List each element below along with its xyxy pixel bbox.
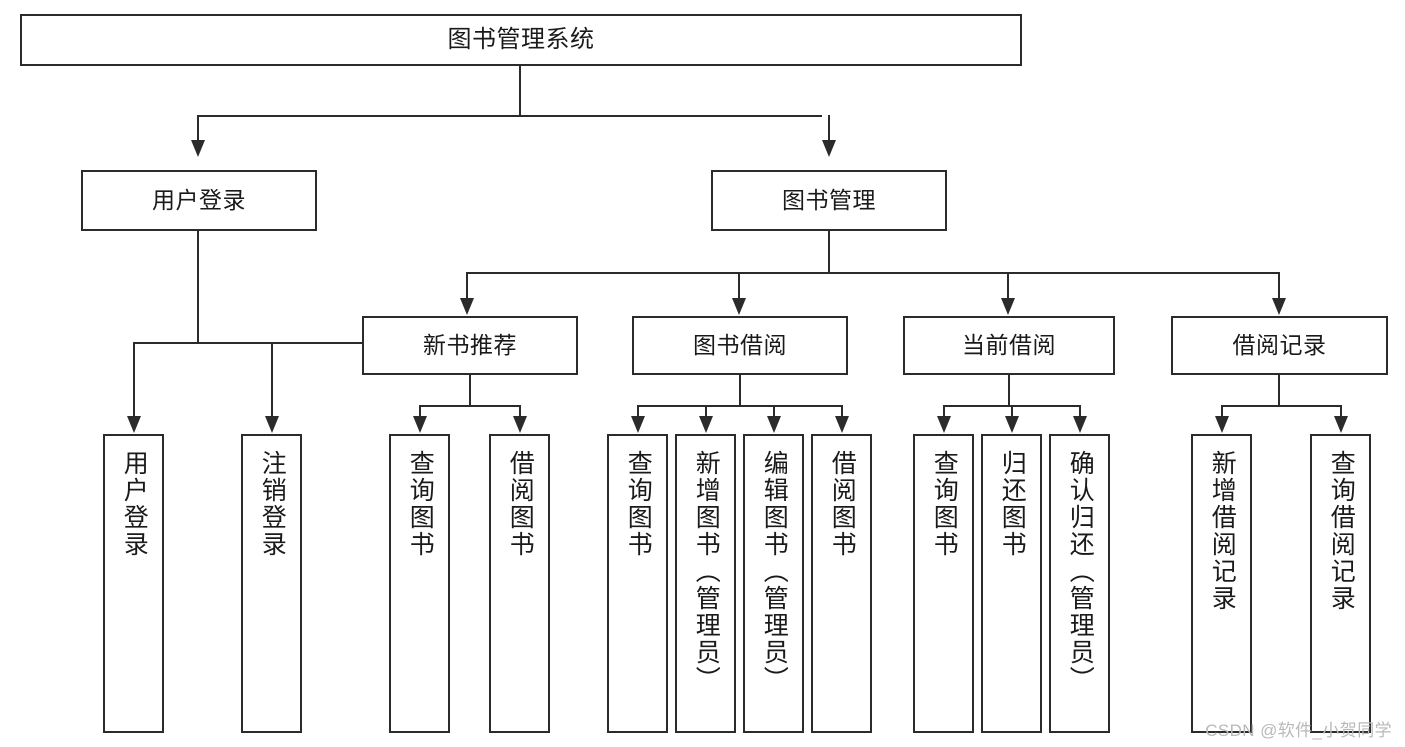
node-label: 新增图书（管理员） xyxy=(692,450,721,693)
arrowhead-nb-borrow-book xyxy=(513,416,527,433)
connector-bb-to-leaf-3 xyxy=(773,405,776,419)
connector-br-to-leaf-1 xyxy=(1221,405,1224,419)
leaf-node-br-add-record[interactable]: 新增借阅记录 xyxy=(1191,434,1252,733)
node-label: 编辑图书（管理员） xyxy=(760,450,789,693)
connector-root-to-book-management xyxy=(828,115,831,142)
connector-cb-to-leaf-1 xyxy=(943,405,946,419)
node-book-management[interactable]: 图书管理 xyxy=(711,170,947,231)
arrowhead-user-login xyxy=(191,140,205,157)
connector-user-login-bus xyxy=(133,342,403,345)
node-user-login[interactable]: 用户登录 xyxy=(81,170,317,231)
node-label: 借阅图书 xyxy=(506,450,535,558)
connector-user-login-stem xyxy=(197,231,200,343)
node-label: 借阅图书 xyxy=(828,450,857,558)
connector-nb-to-leaf-1 xyxy=(419,405,422,419)
node-label: 图书管理 xyxy=(782,187,876,214)
node-label: 图书借阅 xyxy=(693,332,787,359)
arrowhead-bb-add-book xyxy=(699,416,713,433)
node-label: 当前借阅 xyxy=(962,332,1056,359)
connector-root-stem xyxy=(519,66,522,116)
connector-bb-to-leaf-2 xyxy=(705,405,708,419)
leaf-node-cb-return-book[interactable]: 归还图书 xyxy=(981,434,1042,733)
arrowhead-nb-query-book xyxy=(413,416,427,433)
leaf-node-logout[interactable]: 注销登录 xyxy=(241,434,302,733)
node-book-borrow[interactable]: 图书借阅 xyxy=(632,316,848,375)
node-label: 查询图书 xyxy=(624,450,653,558)
leaf-node-user-login[interactable]: 用户登录 xyxy=(103,434,164,733)
connector-book-borrow-stem xyxy=(739,375,742,407)
arrowhead-new-book-recommend xyxy=(460,298,474,315)
connector-bm-to-borrow-record xyxy=(1278,272,1281,300)
leaf-node-bb-query-book[interactable]: 查询图书 xyxy=(607,434,668,733)
connector-br-to-leaf-2 xyxy=(1340,405,1343,419)
connector-bm-to-book-borrow xyxy=(738,272,741,300)
connector-user-login-to-leaf-1 xyxy=(133,342,136,418)
node-label: 借阅记录 xyxy=(1232,332,1327,359)
node-borrow-record[interactable]: 借阅记录 xyxy=(1171,316,1388,375)
node-label: 查询借阅记录 xyxy=(1327,450,1356,612)
connector-new-book-bus xyxy=(419,405,521,408)
leaf-node-cb-confirm-return[interactable]: 确认归还（管理员） xyxy=(1049,434,1110,733)
node-label: 图书管理系统 xyxy=(447,26,595,53)
connector-new-book-stem xyxy=(469,375,472,407)
leaf-node-nb-borrow-book[interactable]: 借阅图书 xyxy=(489,434,550,733)
arrowhead-current-borrow xyxy=(1001,298,1015,315)
connector-bm-to-new-book xyxy=(466,272,469,300)
arrowhead-leaf-logout xyxy=(265,416,279,433)
node-label: 查询图书 xyxy=(406,450,435,558)
arrowhead-leaf-user-login xyxy=(127,416,141,433)
node-label: 用户登录 xyxy=(120,450,149,558)
arrowhead-bb-query-book xyxy=(631,416,645,433)
leaf-node-bb-add-book[interactable]: 新增图书（管理员） xyxy=(675,434,736,733)
node-label: 确认归还（管理员） xyxy=(1066,450,1095,693)
connector-bb-to-leaf-1 xyxy=(637,405,640,419)
leaf-node-bb-edit-book[interactable]: 编辑图书（管理员） xyxy=(743,434,804,733)
connector-book-management-stem xyxy=(828,231,831,274)
arrowhead-br-add-record xyxy=(1215,416,1229,433)
connector-user-login-to-leaf-2 xyxy=(271,342,274,418)
csdn-watermark: CSDN @软件_小贺同学 xyxy=(1205,721,1392,740)
node-label: 新书推荐 xyxy=(423,332,517,359)
arrowhead-bb-borrow-book xyxy=(835,416,849,433)
node-new-book-recommend[interactable]: 新书推荐 xyxy=(362,316,578,375)
node-label: 查询图书 xyxy=(930,450,959,558)
arrowhead-bb-edit-book xyxy=(767,416,781,433)
connector-book-borrow-bus xyxy=(637,405,842,408)
node-root-book-management-system[interactable]: 图书管理系统 xyxy=(20,14,1022,66)
arrowhead-book-borrow xyxy=(732,298,746,315)
connector-cb-to-leaf-2 xyxy=(1011,405,1014,419)
connector-borrow-record-bus xyxy=(1221,405,1340,408)
connector-nb-to-leaf-2 xyxy=(519,405,522,419)
connector-book-management-bus xyxy=(466,272,1278,275)
connector-root-bus xyxy=(197,115,822,118)
leaf-node-cb-query-book[interactable]: 查询图书 xyxy=(913,434,974,733)
node-label: 用户登录 xyxy=(152,187,246,214)
node-current-borrow[interactable]: 当前借阅 xyxy=(903,316,1115,375)
connector-bb-to-leaf-4 xyxy=(841,405,844,419)
node-label: 新增借阅记录 xyxy=(1208,450,1237,612)
arrowhead-cb-confirm-return xyxy=(1073,416,1087,433)
arrowhead-cb-query-book xyxy=(937,416,951,433)
connector-current-borrow-stem xyxy=(1008,375,1011,407)
arrowhead-book-management xyxy=(822,140,836,157)
node-label: 注销登录 xyxy=(258,450,287,558)
leaf-node-nb-query-book[interactable]: 查询图书 xyxy=(389,434,450,733)
arrowhead-br-query-record xyxy=(1334,416,1348,433)
arrowhead-cb-return-book xyxy=(1005,416,1019,433)
connector-root-to-user-login xyxy=(197,115,200,142)
arrowhead-borrow-record xyxy=(1272,298,1286,315)
leaf-node-bb-borrow-book[interactable]: 借阅图书 xyxy=(811,434,872,733)
leaf-node-br-query-record[interactable]: 查询借阅记录 xyxy=(1310,434,1371,733)
node-label: 归还图书 xyxy=(998,450,1027,558)
connector-bm-to-current-borrow xyxy=(1007,272,1010,300)
connector-cb-to-leaf-3 xyxy=(1079,405,1082,419)
connector-borrow-record-stem xyxy=(1278,375,1281,407)
